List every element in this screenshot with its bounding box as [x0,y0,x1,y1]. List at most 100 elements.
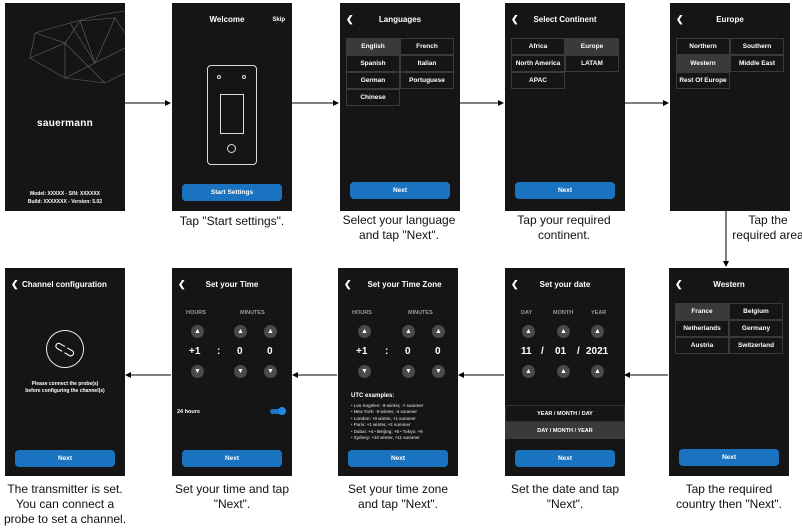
hours-down-icon[interactable]: ▼ [358,365,371,378]
back-icon[interactable]: ❮ [344,279,352,289]
date-screen: ❮ Set your date DAY MONTH YEAR ▲ ▲ ▲ 11 … [505,268,625,476]
country-option[interactable]: Germany [729,320,783,337]
time-separator: : [217,346,221,357]
minutes-units-value: 0 [267,346,273,357]
hours-label: HOURS [186,310,206,316]
minutes-units-down-icon[interactable]: ▼ [264,365,277,378]
next-button[interactable]: Next [15,450,115,467]
country-grid: France Belgium Netherlands Germany Austr… [675,303,783,354]
utc-example: • Dubai: +4 • Beijing: +8 • Tokyo: +9 [351,428,423,434]
day-up-icon[interactable]: ▲ [522,325,535,338]
hours-up-icon[interactable]: ▲ [358,325,371,338]
year-label: YEAR [591,310,607,316]
continent-screen: ❮ Select Continent Africa Europe North A… [505,3,625,211]
hours-value: +1 [356,346,368,357]
next-button[interactable]: Next [679,449,779,466]
country-option[interactable]: Switzerland [729,337,783,354]
page-title: Select Continent [533,15,597,24]
continent-option[interactable]: Africa [511,38,565,55]
back-icon[interactable]: ❮ [178,279,186,289]
next-button[interactable]: Next [350,182,450,199]
minutes-units-up-icon[interactable]: ▲ [264,325,277,338]
continent-option[interactable]: LATAM [565,55,619,72]
utc-example: • New York: -5 winter, -4 summer [351,409,418,415]
area-option[interactable]: Northern [676,38,730,55]
continent-option[interactable]: Europe [565,38,619,55]
language-option[interactable]: German [346,72,400,89]
connect-message: Please connect the probe(s) [31,381,99,387]
back-icon[interactable]: ❮ [511,279,519,289]
language-option[interactable]: Spanish [346,55,400,72]
page-title: Languages [378,15,422,24]
minutes-units-value: 0 [435,346,441,357]
country-option[interactable]: Belgium [729,303,783,320]
hours-up-icon[interactable]: ▲ [191,325,204,338]
language-option[interactable]: French [400,38,454,55]
day-down-icon[interactable]: ▲ [522,365,535,378]
utc-example: • Los Angeles: -8 winter, -7 summer [351,403,424,408]
continent-option[interactable]: APAC [511,72,565,89]
language-option[interactable]: Portuguese [400,72,454,89]
utc-example: • Paris: +1 winter, +2 summer [351,422,411,428]
month-down-icon[interactable]: ▲ [557,365,570,378]
hours-value: +1 [189,346,201,357]
day-value: 11 [521,346,532,357]
date-separator: / [577,346,580,357]
date-separator: / [541,346,544,357]
month-up-icon[interactable]: ▲ [557,325,570,338]
next-button[interactable]: Next [348,450,448,467]
back-icon[interactable]: ❮ [675,279,683,289]
minutes-label: MINUTES [408,310,433,316]
start-settings-button[interactable]: Start Settings [182,184,282,201]
minutes-units-up-icon[interactable]: ▲ [432,325,445,338]
country-option[interactable]: Austria [675,337,729,354]
minutes-tens-down-icon[interactable]: ▼ [234,365,247,378]
country-option[interactable]: France [675,303,729,320]
back-icon[interactable]: ❮ [346,14,354,24]
minutes-tens-down-icon[interactable]: ▼ [402,365,415,378]
minutes-tens-value: 0 [405,346,411,357]
month-value: 01 [555,346,567,357]
minutes-tens-up-icon[interactable]: ▲ [402,325,415,338]
year-down-icon[interactable]: ▲ [591,365,604,378]
language-option[interactable]: Chinese [346,89,400,106]
next-button[interactable]: Next [515,182,615,199]
date-format-option[interactable]: DAY / MONTH / YEAR [505,422,625,439]
back-icon[interactable]: ❮ [676,14,684,24]
page-title: Set your Time Zone [367,280,442,289]
back-icon[interactable]: ❮ [11,279,19,289]
area-option[interactable]: Southern [730,38,784,55]
minutes-label: MINUTES [240,310,265,316]
utc-example: • Sydney: +10 winter, +11 summer [351,435,420,441]
next-button[interactable]: Next [515,450,615,467]
24-hours-toggle[interactable] [270,407,286,415]
country-option[interactable]: Netherlands [675,320,729,337]
area-option[interactable]: Western [676,55,730,72]
area-option[interactable]: Middle East [730,55,784,72]
year-up-icon[interactable]: ▲ [591,325,604,338]
minutes-tens-up-icon[interactable]: ▲ [234,325,247,338]
western-screen: ❮ Western France Belgium Netherlands Ger… [669,268,789,476]
languages-screen: ❮ Languages English French Spanish Itali… [340,3,460,211]
next-button[interactable]: Next [182,450,282,467]
utc-examples-list: • Los Angeles: -8 winter, -7 summer • Ne… [351,403,423,441]
page-title: Welcome [209,15,245,24]
language-option[interactable]: English [346,38,400,55]
welcome-screen: Welcome Skip Start Settings [172,3,292,211]
europe-screen: ❮ Europe Northern Southern Western Middl… [670,3,790,211]
skip-button[interactable]: Skip [272,17,285,23]
back-icon[interactable]: ❮ [511,14,519,24]
continent-option[interactable]: North America [511,55,565,72]
language-option[interactable]: Italian [400,55,454,72]
utc-examples-title: UTC examples: [351,393,395,399]
minutes-units-down-icon[interactable]: ▼ [432,365,445,378]
channel-screen: ❮ Channel configuration ⊂⊃ Please connec… [5,268,125,476]
caption-channel: The transmitter is set.You can connect a… [3,482,127,526]
page-title: Channel configuration [22,280,107,289]
hours-down-icon[interactable]: ▼ [191,365,204,378]
area-option[interactable]: Rest Of Europe [676,72,730,89]
date-format-option[interactable]: YEAR / MONTH / DAY [505,405,625,422]
